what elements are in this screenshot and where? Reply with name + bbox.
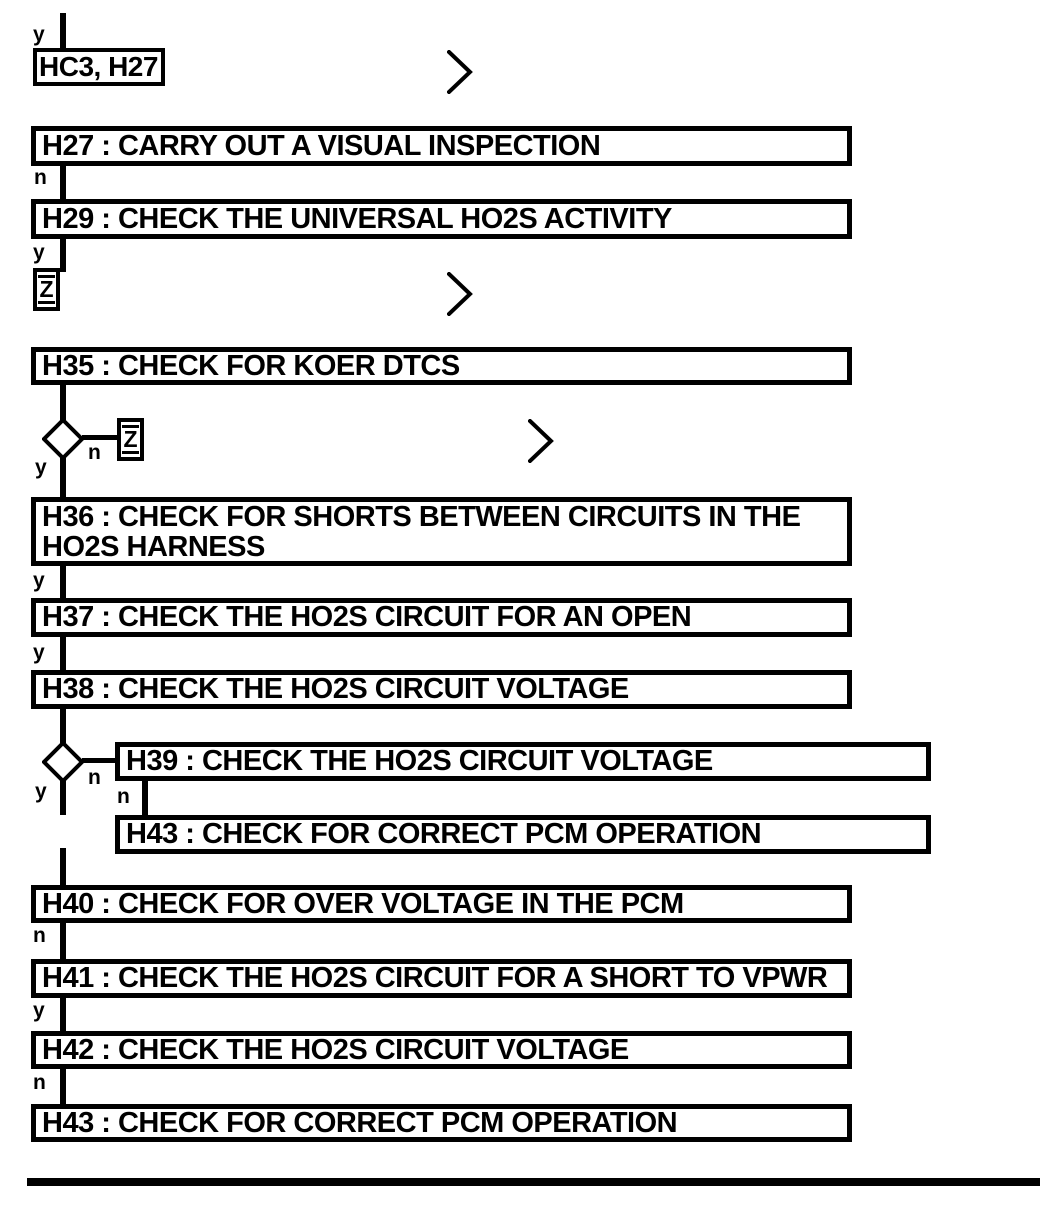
step-label-h36-line1: H36 : CHECK FOR SHORTS BETWEEN CIRCUITS … xyxy=(42,500,801,533)
connector-line xyxy=(60,239,66,272)
chevron-right-icon[interactable] xyxy=(447,272,473,316)
branch-label-no: n xyxy=(34,166,47,189)
step-box-h36[interactable]: H36 : CHECK FOR SHORTS BETWEEN CIRCUITS … xyxy=(31,497,852,566)
step-box-h37[interactable]: H37 : CHECK THE HO2S CIRCUIT FOR AN OPEN xyxy=(31,598,852,637)
step-box-h43-sub[interactable]: H43 : CHECK FOR CORRECT PCM OPERATION xyxy=(115,815,931,854)
decision-diamond xyxy=(42,418,84,460)
step-label-h40: H40 : CHECK FOR OVER VOLTAGE IN THE PCM xyxy=(42,887,684,920)
offpage-connector-z[interactable]: Z xyxy=(33,268,60,311)
step-label-h43: H43 : CHECK FOR CORRECT PCM OPERATION xyxy=(42,1106,678,1139)
branch-label-yes: y xyxy=(35,780,47,803)
offpage-connector-label: Z xyxy=(122,425,139,454)
connector-line xyxy=(60,780,66,815)
connector-line xyxy=(82,435,118,440)
step-box-h38[interactable]: H38 : CHECK THE HO2S CIRCUIT VOLTAGE xyxy=(31,670,852,709)
start-box-label: HC3, H27 xyxy=(39,51,158,82)
step-box-h43[interactable]: H43 : CHECK FOR CORRECT PCM OPERATION xyxy=(31,1104,852,1142)
branch-label-no: n xyxy=(88,441,101,464)
offpage-connector-label: Z xyxy=(38,275,55,304)
step-label-h37: H37 : CHECK THE HO2S CIRCUIT FOR AN OPEN xyxy=(42,601,692,633)
connector-line xyxy=(60,166,66,199)
connector-line xyxy=(60,457,66,497)
bottom-divider xyxy=(27,1178,1040,1186)
step-label-h36-line2: HO2S HARNESS xyxy=(42,530,265,563)
connector-line xyxy=(60,566,66,598)
connector-line xyxy=(60,637,66,670)
step-label-h29: H29 : CHECK THE UNIVERSAL HO2S ACTIVITY xyxy=(42,202,672,235)
connector-line xyxy=(142,781,148,815)
step-label-h42: H42 : CHECK THE HO2S CIRCUIT VOLTAGE xyxy=(42,1033,629,1066)
branch-label-yes: y xyxy=(33,569,45,592)
start-box-hc3-h27[interactable]: HC3, H27 xyxy=(33,48,165,86)
step-box-h40[interactable]: H40 : CHECK FOR OVER VOLTAGE IN THE PCM xyxy=(31,885,852,923)
branch-label-entry-yes: y xyxy=(33,23,45,46)
offpage-connector-z[interactable]: Z xyxy=(117,418,144,461)
step-label-h27: H27 : CARRY OUT A VISUAL INSPECTION xyxy=(42,129,601,162)
chevron-right-icon[interactable] xyxy=(447,50,473,94)
connector-line xyxy=(60,385,66,420)
step-label-h43-sub: H43 : CHECK FOR CORRECT PCM OPERATION xyxy=(126,818,762,850)
branch-label-yes: y xyxy=(35,456,47,479)
connector-line xyxy=(60,13,66,48)
branch-label-yes: y xyxy=(33,241,45,264)
step-box-h35[interactable]: H35 : CHECK FOR KOER DTCS xyxy=(31,347,852,385)
connector-line xyxy=(60,1069,66,1104)
branch-label-yes: y xyxy=(33,999,45,1022)
step-label-h39: H39 : CHECK THE HO2S CIRCUIT VOLTAGE xyxy=(126,745,713,777)
connector-line xyxy=(60,848,66,885)
branch-label-no: n xyxy=(33,924,46,947)
step-box-h39[interactable]: H39 : CHECK THE HO2S CIRCUIT VOLTAGE xyxy=(115,742,931,781)
connector-line xyxy=(60,709,66,743)
connector-line xyxy=(82,758,115,763)
branch-label-no: n xyxy=(88,766,101,789)
connector-line xyxy=(60,998,66,1031)
connector-line xyxy=(60,923,66,959)
branch-label-yes: y xyxy=(33,641,45,664)
chevron-right-icon[interactable] xyxy=(528,419,554,463)
step-box-h42[interactable]: H42 : CHECK THE HO2S CIRCUIT VOLTAGE xyxy=(31,1031,852,1069)
branch-label-no: n xyxy=(33,1071,46,1094)
step-box-h29[interactable]: H29 : CHECK THE UNIVERSAL HO2S ACTIVITY xyxy=(31,199,852,239)
step-label-h41: H41 : CHECK THE HO2S CIRCUIT FOR A SHORT… xyxy=(42,962,828,994)
decision-diamond xyxy=(42,741,84,783)
branch-label-no: n xyxy=(117,785,130,808)
step-box-h27[interactable]: H27 : CARRY OUT A VISUAL INSPECTION xyxy=(31,126,852,166)
step-label-h38: H38 : CHECK THE HO2S CIRCUIT VOLTAGE xyxy=(42,673,629,705)
step-label-h35: H35 : CHECK FOR KOER DTCS xyxy=(42,349,460,382)
step-box-h41[interactable]: H41 : CHECK THE HO2S CIRCUIT FOR A SHORT… xyxy=(31,959,852,998)
